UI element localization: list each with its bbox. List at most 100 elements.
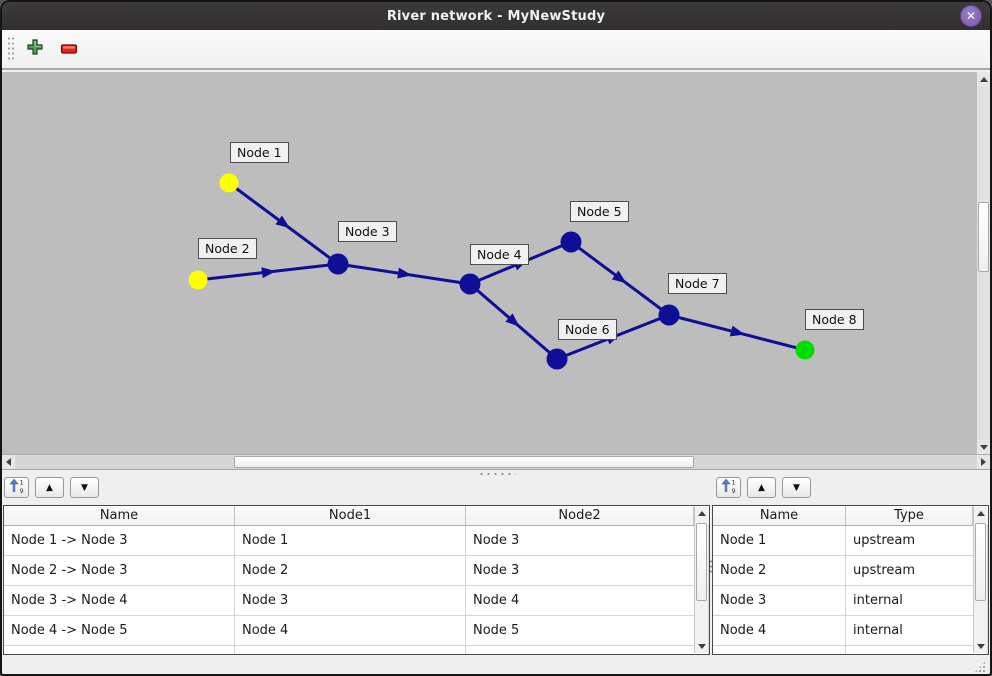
river-node[interactable] [219, 173, 239, 193]
table-cell: internal [846, 616, 988, 645]
node-label[interactable]: Node 4 [470, 244, 529, 265]
links-scroll-thumb[interactable] [696, 523, 707, 601]
scroll-down-button[interactable] [975, 640, 986, 653]
move-link-up-button[interactable]: ▲ [35, 477, 64, 498]
move-node-up-button[interactable]: ▲ [747, 477, 776, 498]
scroll-right-button[interactable] [977, 455, 990, 469]
column-header[interactable]: Type [846, 506, 973, 525]
panel-splitter-handle[interactable] [478, 472, 516, 476]
network-canvas[interactable]: Node 1 Node 2 Node 3 Node 4 Node 5 Node 6 Node… [2, 72, 977, 454]
river-node[interactable] [188, 270, 208, 290]
table-cell [846, 646, 988, 654]
close-button[interactable]: ✕ [960, 5, 982, 27]
vertical-scroll-thumb[interactable] [978, 202, 989, 272]
column-header[interactable]: Node2 [466, 506, 694, 525]
svg-text:9: 9 [731, 487, 735, 494]
toolbar-drag-handle[interactable] [7, 36, 14, 62]
nodes-table-scrollbar[interactable] [973, 507, 987, 653]
up-arrow-icon [976, 511, 985, 516]
table-cell: upstream [846, 556, 988, 585]
river-node[interactable] [327, 253, 349, 275]
flow-direction-arrow-icon [397, 267, 412, 279]
node-label[interactable]: Node 1 [230, 142, 289, 163]
table-cell: Node 5 [466, 616, 709, 645]
add-node-button[interactable] [22, 36, 48, 62]
column-header[interactable]: Name [4, 506, 235, 525]
left-arrow-icon [6, 458, 11, 466]
canvas-vertical-scrollbar[interactable] [977, 72, 990, 454]
column-header[interactable]: Node1 [235, 506, 466, 525]
tables-splitter-handle[interactable] [709, 559, 713, 575]
remove-minus-icon [60, 40, 78, 59]
table-cell: Node 3 -> Node 4 [4, 586, 235, 615]
node-label[interactable]: Node 5 [570, 201, 629, 222]
table-row[interactable] [713, 646, 988, 654]
node-label[interactable]: Node 8 [805, 309, 864, 330]
down-arrow-icon [979, 444, 988, 450]
resize-grip[interactable] [974, 661, 986, 673]
canvas-horizontal-scrollbar[interactable] [2, 454, 990, 469]
node-label[interactable]: Node 3 [338, 221, 397, 242]
title-bar[interactable]: River network - MyNewStudy ✕ [2, 2, 990, 30]
down-arrow-icon [976, 644, 985, 649]
nodes-scroll-thumb[interactable] [975, 523, 986, 601]
table-cell: Node 1 -> Node 3 [4, 526, 235, 555]
table-cell: Node 3 [235, 586, 466, 615]
river-node[interactable] [795, 340, 815, 360]
triangle-down-icon: ▼ [81, 482, 88, 493]
window-title: River network - MyNewStudy [386, 8, 606, 24]
table-cell: Node 4 -> Node 5 [4, 616, 235, 645]
triangle-up-icon: ▲ [758, 482, 765, 493]
scroll-left-button[interactable] [2, 455, 15, 469]
remove-node-button[interactable] [56, 36, 82, 62]
node-label[interactable]: Node 6 [558, 319, 617, 340]
table-cell: Node 2 -> Node 3 [4, 556, 235, 585]
sort-nodes-button[interactable]: 1 9 [716, 477, 741, 498]
table-cell: Node 3 [713, 586, 846, 615]
river-node[interactable] [560, 231, 582, 253]
scroll-up-button[interactable] [977, 72, 990, 86]
river-node[interactable] [546, 348, 568, 370]
nodes-table-toolbar: 1 9 ▲ ▼ [716, 477, 817, 498]
node-label[interactable]: Node 7 [668, 273, 727, 294]
bottom-panel: 1 9 ▲ ▼ 1 9 ▲ ▼ [2, 469, 990, 674]
column-header[interactable]: Name [713, 506, 846, 525]
table-cell [4, 646, 235, 654]
node-label[interactable]: Node 2 [198, 238, 257, 259]
sort-links-button[interactable]: 1 9 [4, 477, 29, 498]
move-node-down-button[interactable]: ▼ [782, 477, 811, 498]
table-cell: Node 4 [235, 616, 466, 645]
scroll-up-button[interactable] [696, 507, 707, 520]
river-node[interactable] [459, 273, 481, 295]
scroll-down-button[interactable] [977, 440, 990, 454]
horizontal-scroll-thumb[interactable] [234, 456, 694, 468]
up-arrow-icon [697, 511, 706, 516]
scroll-down-button[interactable] [696, 640, 707, 653]
table-cell [466, 646, 709, 654]
flow-direction-arrow-icon [505, 313, 520, 327]
table-row[interactable] [4, 646, 709, 654]
table-cell: Node 2 [713, 556, 846, 585]
scroll-up-button[interactable] [975, 507, 986, 520]
move-link-down-button[interactable]: ▼ [70, 477, 99, 498]
close-icon: ✕ [965, 9, 977, 23]
river-node[interactable] [658, 304, 680, 326]
table-cell [713, 646, 846, 654]
toolbar [2, 30, 990, 70]
add-plus-icon [26, 38, 44, 60]
links-table-scrollbar[interactable] [694, 507, 708, 653]
